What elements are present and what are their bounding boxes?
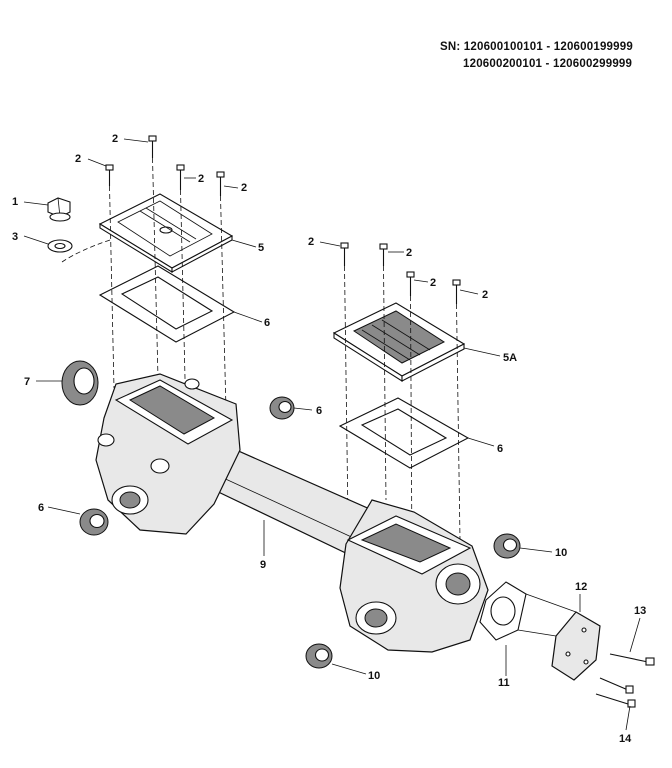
- callout-1: 1: [12, 196, 18, 208]
- screw-14-a: [599, 677, 634, 694]
- bolt-left-1: [105, 164, 114, 186]
- plug-washer: [47, 239, 73, 253]
- callout-9: 9: [260, 559, 266, 571]
- callout-12: 12: [575, 581, 587, 593]
- serial-number-line-2: 120600200101 - 120600299999: [463, 58, 633, 70]
- gasket-left: [98, 265, 236, 343]
- callout-2-d: 2: [241, 182, 247, 194]
- callout-6-b: 6: [316, 405, 322, 417]
- drain-plug: [47, 197, 71, 222]
- callout-10-b: 10: [368, 670, 380, 682]
- bolt-left-4: [216, 171, 225, 196]
- screw-13: [609, 653, 655, 666]
- callout-3: 3: [12, 231, 18, 243]
- callout-11: 11: [498, 677, 510, 689]
- serial-number-line-1: SN: 120600100101 - 120600199999: [440, 41, 633, 53]
- callout-6-c: 6: [38, 502, 44, 514]
- callout-2-c: 2: [198, 173, 204, 185]
- gasket-right: [338, 397, 470, 469]
- callout-2-f: 2: [406, 247, 412, 259]
- flange-gasket: [479, 581, 527, 641]
- bolt-right-4: [452, 279, 461, 304]
- callout-2-b: 2: [112, 133, 118, 145]
- bolt-right-3: [406, 271, 415, 296]
- bearing-10-right: [493, 533, 521, 559]
- callout-7: 7: [24, 376, 30, 388]
- bearing-6-lower: [79, 508, 109, 536]
- bearing-10-lower: [305, 643, 333, 669]
- bolt-left-2: [148, 135, 157, 158]
- callout-6-d: 6: [497, 443, 503, 455]
- callout-2-g: 2: [430, 277, 436, 289]
- callout-13: 13: [634, 605, 646, 617]
- housing-left: [95, 373, 241, 535]
- bolt-right-2: [379, 243, 388, 266]
- callout-2-a: 2: [75, 153, 81, 165]
- end-cover: [517, 593, 601, 681]
- callout-2-h: 2: [482, 289, 488, 301]
- cover-plate-right: [332, 302, 466, 382]
- bolt-left-3: [176, 164, 185, 190]
- bolt-right-1: [340, 242, 349, 266]
- leader-lines: [23, 138, 641, 731]
- screw-14-b: [595, 693, 636, 708]
- callout-5-a: 5: [258, 242, 264, 254]
- cover-plate-left: [98, 193, 234, 273]
- callout-10-a: 10: [555, 547, 567, 559]
- bearing-6-upper: [269, 396, 295, 420]
- seal-left-7: [61, 360, 99, 406]
- callout-5A: 5A: [503, 352, 517, 364]
- callout-2-e: 2: [308, 236, 314, 248]
- housing-right: [339, 499, 489, 653]
- callout-6-a: 6: [264, 317, 270, 329]
- callout-14: 14: [619, 733, 632, 745]
